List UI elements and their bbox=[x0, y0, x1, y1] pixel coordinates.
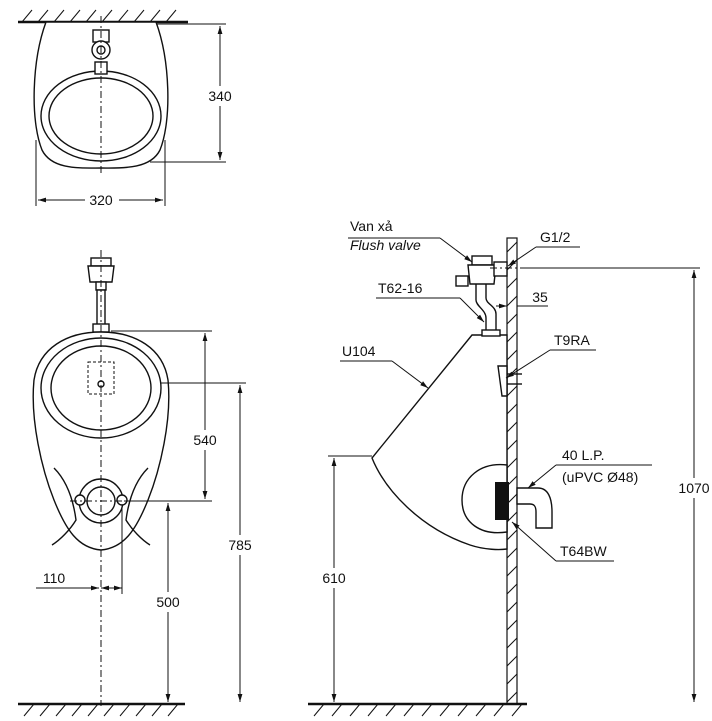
side-valve-body bbox=[467, 264, 497, 285]
side-view: 35 610 1070 Van xả Flush valve G1/2 T62-… bbox=[308, 218, 712, 717]
hanger-leader bbox=[505, 349, 551, 379]
dim-320-label: 320 bbox=[89, 192, 113, 208]
drain-leader bbox=[527, 464, 557, 489]
dim-110-label: 110 bbox=[43, 570, 66, 586]
side-pipe-left bbox=[475, 284, 487, 332]
front-skirt-right bbox=[125, 467, 151, 546]
side-hanger bbox=[497, 365, 508, 397]
side-pipe-right bbox=[485, 284, 497, 332]
bowl-leader bbox=[391, 360, 429, 389]
side-trap-flange bbox=[495, 482, 509, 520]
trap-label: T64BW bbox=[560, 543, 607, 559]
flush-valve-label-vi: Van xả bbox=[350, 218, 393, 234]
thread-leader bbox=[507, 246, 537, 267]
side-wall bbox=[506, 237, 518, 705]
flush-valve-leader bbox=[439, 237, 473, 263]
front-valve-body bbox=[87, 265, 115, 283]
trap-leader bbox=[511, 521, 557, 562]
hanger-label: T9RA bbox=[554, 332, 590, 348]
front-skirt-left bbox=[51, 467, 77, 546]
dim-1070-label: 1070 bbox=[678, 480, 709, 496]
dim-35-label: 35 bbox=[532, 289, 548, 305]
flush-valve-label-en: Flush valve bbox=[350, 237, 421, 253]
pipe-leader bbox=[459, 297, 485, 323]
top-view-wall-hatch bbox=[21, 9, 177, 23]
dim-540-label: 540 bbox=[193, 432, 217, 448]
side-valve-handle bbox=[455, 275, 469, 287]
side-valve-inlet bbox=[493, 261, 508, 277]
front-floor-hatch bbox=[23, 703, 179, 717]
top-view: 340 320 bbox=[18, 9, 236, 209]
dim-500-label: 500 bbox=[156, 594, 180, 610]
front-view: 540 785 500 110 bbox=[18, 250, 258, 717]
drain-label-line2: (uPVC Ø48) bbox=[562, 469, 638, 485]
front-outlet-bolt-right bbox=[116, 494, 128, 506]
side-valve-cap bbox=[471, 255, 493, 266]
bowl-label: U104 bbox=[342, 343, 376, 359]
dim-340-label: 340 bbox=[208, 88, 232, 104]
thread-label: G1/2 bbox=[540, 229, 571, 245]
front-outlet-bolt-left bbox=[74, 494, 86, 506]
side-floor-hatch bbox=[313, 703, 523, 717]
side-pipe-spud bbox=[481, 329, 501, 337]
side-drain-elbow bbox=[516, 487, 553, 529]
dim-610-label: 610 bbox=[322, 570, 346, 586]
pipe-label: T62-16 bbox=[378, 280, 423, 296]
dim-785-label: 785 bbox=[228, 537, 252, 553]
drain-label-line1: 40 L.P. bbox=[562, 447, 605, 463]
